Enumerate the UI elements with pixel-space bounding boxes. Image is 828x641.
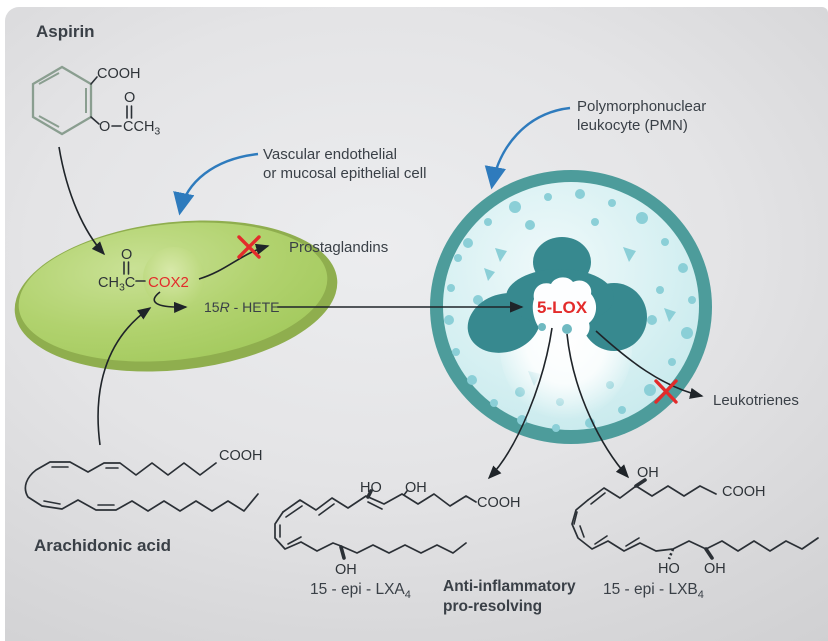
leukotrienes-label: Leukotrienes: [713, 392, 799, 409]
aspirin-acetyl-label: CCH3: [123, 119, 160, 138]
epithelial-cell-label-line2: or mucosal epithelial cell: [263, 165, 427, 182]
pmn-label-line2: leukocyte (PMN): [577, 117, 688, 134]
lox-to-lxb4-arrow: [566, 333, 630, 479]
aspirin-structure: COOH O CCH3 O: [31, 65, 160, 138]
anti-inflammatory-line1: Anti-inflammatory: [443, 578, 576, 595]
epithelial-cell-label: Vascular endothelial or mucosal epitheli…: [263, 145, 426, 183]
pmn-cell: 5-LOX: [430, 170, 712, 444]
pathway-arrows: [58, 106, 704, 480]
anti-inflammatory-label: Anti-inflammatory pro-resolving: [443, 577, 576, 617]
lox-to-leukotrienes-arrow: [595, 330, 704, 399]
lxb4-structure: OH COOH HO OH: [571, 465, 819, 577]
lxa4-label: 15 - epi - LXA4: [310, 580, 411, 605]
cox2-to-hete-arrow: [153, 291, 188, 313]
arachidonic-cooh-label: COOH: [219, 448, 263, 464]
lxb4-oh-bottom-label: OH: [704, 561, 726, 577]
blocked-x-prostaglandins: [237, 235, 261, 259]
pmn-nucleus-dots: [538, 323, 572, 334]
aspirin-ester-o-label: O: [99, 119, 110, 135]
cox2-enzyme-label: COX2: [148, 274, 189, 291]
lox-to-lxa4-arrow: [487, 327, 553, 480]
lxa4-cooh-label: COOH: [477, 495, 521, 511]
lxa4-label-main: 15 - epi - LXA: [310, 581, 405, 598]
lxa4-oh-bottom-label: OH: [335, 562, 357, 578]
pmn-pointer-arrow: [484, 106, 571, 190]
cox2-to-prostaglandins-arrow: [198, 243, 270, 280]
aspirin-label: Aspirin: [36, 22, 95, 41]
pmn-nucleus-white-center: [532, 277, 597, 344]
hete-label: 15R - HETE: [204, 298, 279, 317]
epithelial-cell: [14, 220, 338, 372]
epithelial-pointer-arrow: [173, 152, 259, 216]
aspirin-to-cell-arrow: [58, 146, 106, 256]
hete-num: 15: [204, 299, 220, 315]
lxb4-oh-top-label: OH: [637, 465, 659, 481]
arachidonic-acid-label: Arachidonic acid: [34, 536, 171, 555]
arachidonic-to-hete-arrow: [97, 307, 152, 446]
arachidonic-acid-structure: COOH: [24, 448, 263, 512]
lxb4-label: 15 - epi - LXB4: [603, 580, 704, 605]
lxb4-label-main: 15 - epi - LXB: [603, 581, 698, 598]
pmn-label: Polymorphonuclear leukocyte (PMN): [577, 97, 706, 135]
lxa4-label-sub: 4: [404, 589, 411, 602]
anti-inflammatory-line2: pro-resolving: [443, 598, 543, 615]
hete-rest: - HETE: [229, 299, 280, 315]
pmn-label-line1: Polymorphonuclear: [577, 98, 707, 115]
acetyl-ch3c-label: CH3C: [98, 275, 135, 294]
lxa4-ho-label: HO: [360, 480, 382, 496]
aspirin-carbonyl-o-label: O: [124, 90, 135, 106]
lxb4-cooh-label: COOH: [722, 484, 766, 500]
prostaglandins-label: Prostaglandins: [289, 239, 389, 256]
hete-stereo: R: [219, 299, 230, 315]
epithelial-cell-label-line1: Vascular endothelial: [263, 146, 397, 163]
lxb4-ho-label: HO: [658, 561, 680, 577]
lxb4-label-sub: 4: [697, 589, 704, 602]
lxa4-structure: HO OH COOH OH: [274, 480, 521, 578]
acetyl-o-label: O: [121, 247, 132, 263]
lxa4-oh-top-label: OH: [405, 480, 427, 496]
lox5-enzyme-label: 5-LOX: [537, 298, 588, 317]
acetyl-cox2-group: CH3C COX2 O: [98, 247, 189, 294]
aspirin-cooh-label: COOH: [97, 66, 141, 82]
blocked-x-leukotrienes: [654, 379, 678, 404]
